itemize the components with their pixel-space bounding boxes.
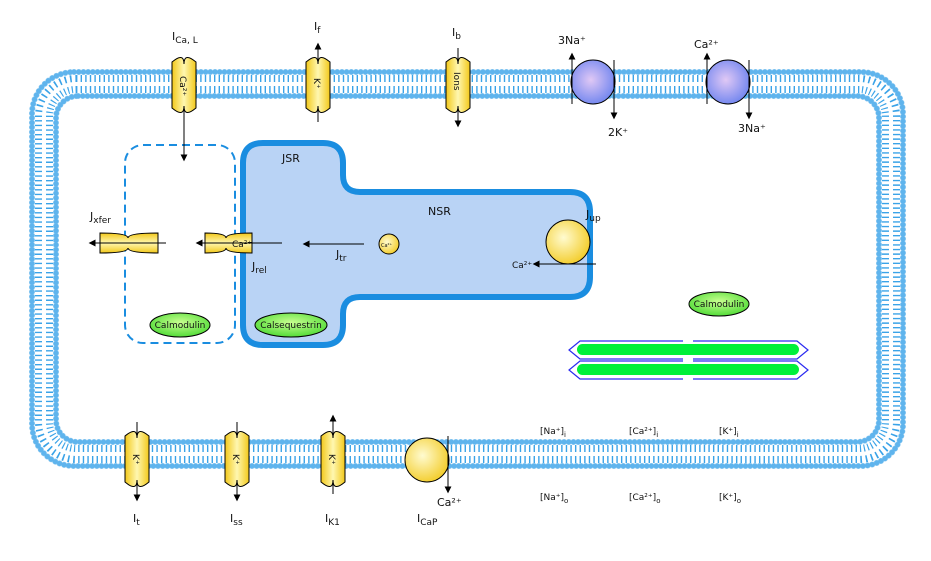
svg-text:[K⁺]i: [K⁺]i <box>719 427 739 439</box>
svg-text:Jtr: Jtr <box>335 248 347 264</box>
svg-text:K⁺: K⁺ <box>130 454 140 465</box>
na-ca-exchanger: Ca²⁺ 3Na⁺ <box>694 38 766 135</box>
concentrations: [Na⁺]i [Ca²⁺]i [K⁺]i [Na⁺]o [Ca²⁺]o [K⁺]… <box>540 427 741 505</box>
channel-ion-label: Ca²⁺ <box>177 76 187 96</box>
svg-text:Ca²⁺: Ca²⁺ <box>232 240 252 250</box>
calmodulin-subspace: Calmodulin <box>149 312 211 338</box>
svg-text:Ions: Ions <box>451 72 461 91</box>
sarcoplasmic-reticulum <box>240 140 593 348</box>
svg-text:K⁺: K⁺ <box>311 78 321 89</box>
svg-text:Ca²⁺: Ca²⁺ <box>694 38 719 51</box>
svg-text:Calmodulin: Calmodulin <box>694 300 745 310</box>
svg-text:[K⁺]o: [K⁺]o <box>719 493 741 505</box>
ryanodine-receptor: Ca²⁺ Jrel <box>195 232 282 276</box>
if-channel: K⁺ If <box>305 20 331 122</box>
svg-text:Iss: Iss <box>230 512 243 528</box>
ca-pump: Ca²⁺ ICaP <box>404 436 462 528</box>
svg-text:Ca²⁺: Ca²⁺ <box>381 243 393 249</box>
svg-text:It: It <box>133 512 140 528</box>
svg-text:Ib: Ib <box>452 26 461 42</box>
svg-text:If: If <box>314 20 321 36</box>
iss-channel: K⁺ Iss <box>224 422 250 528</box>
nsr-label: NSR <box>428 205 451 218</box>
jtr-flux: Ca²⁺ Jtr <box>302 233 400 264</box>
svg-text:Ca²⁺: Ca²⁺ <box>437 496 462 509</box>
svg-text:[Na⁺]o: [Na⁺]o <box>540 493 568 505</box>
svg-text:Jxfer: Jxfer <box>89 210 111 226</box>
svg-text:K⁺: K⁺ <box>326 454 336 465</box>
svg-text:K⁺: K⁺ <box>230 454 240 465</box>
ical-channel: Ca²⁺ ICa, L <box>171 30 198 162</box>
it-channel: K⁺ It <box>124 422 150 528</box>
svg-text:ICaP: ICaP <box>417 512 438 528</box>
ib-channel: Ions Ib <box>445 26 471 128</box>
svg-text:Ca²⁺: Ca²⁺ <box>512 261 532 271</box>
svg-text:[Ca²⁺]o: [Ca²⁺]o <box>629 493 660 505</box>
jxfer-flux: Jxfer <box>88 210 166 254</box>
serca-pump: Ca²⁺ Jup <box>512 208 601 271</box>
myofilaments <box>568 340 809 380</box>
svg-text:ICa, L: ICa, L <box>172 30 198 46</box>
svg-text:3Na⁺: 3Na⁺ <box>558 34 586 47</box>
na-k-pump: 3Na⁺ 2K⁺ <box>558 34 628 139</box>
calmodulin-cytosol: Calmodulin <box>688 291 750 317</box>
ik1-channel: K⁺ IK1 <box>320 414 346 528</box>
svg-text:[Ca²⁺]i: [Ca²⁺]i <box>629 427 658 439</box>
svg-text:3Na⁺: 3Na⁺ <box>738 122 766 135</box>
svg-text:[Na⁺]i: [Na⁺]i <box>540 427 566 439</box>
svg-text:Jrel: Jrel <box>251 260 267 276</box>
svg-text:Calmodulin: Calmodulin <box>155 321 206 331</box>
jsr-label: JSR <box>281 152 300 165</box>
svg-text:Jup: Jup <box>585 208 601 224</box>
svg-text:Calsequestrin: Calsequestrin <box>260 321 322 331</box>
svg-text:2K⁺: 2K⁺ <box>608 126 628 139</box>
svg-text:IK1: IK1 <box>325 512 340 528</box>
calsequestrin: Calsequestrin <box>254 312 328 338</box>
